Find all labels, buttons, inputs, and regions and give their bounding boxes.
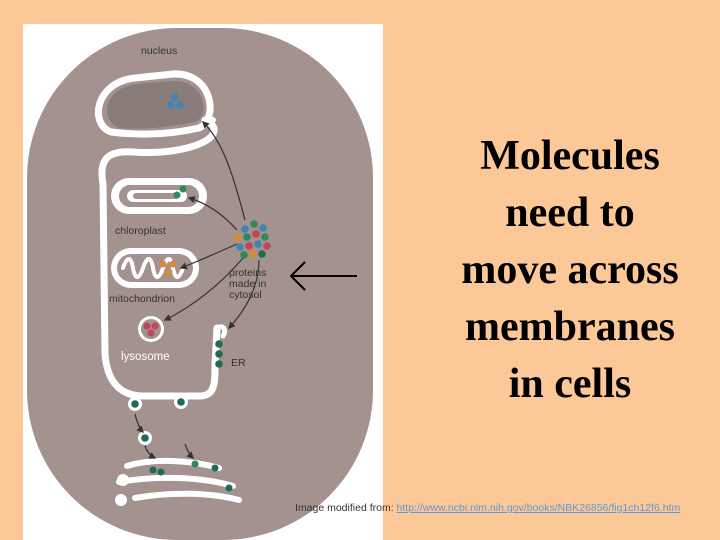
er-protein	[215, 340, 223, 348]
lysosome-label: lysosome	[121, 351, 170, 363]
nucleus-label: nucleus	[141, 45, 177, 57]
left-arrow-icon	[290, 261, 357, 291]
mitochondrion-label: mitochondrion	[109, 293, 175, 305]
chloroplast-label: chloroplast	[115, 225, 166, 237]
nucleus-protein	[176, 101, 184, 109]
nucleus-protein	[171, 93, 179, 101]
lysosome	[117, 316, 187, 364]
heading-line: Molecules	[480, 133, 660, 179]
nucleus	[94, 70, 216, 138]
chloroplast	[111, 178, 207, 214]
transport-vesicles	[128, 395, 188, 445]
nucleus-protein	[167, 101, 175, 109]
cell-diagram-panel: nucleus chloroplast mitochondrion	[23, 24, 383, 540]
cell-diagram: nucleus chloroplast mitochondrion	[27, 28, 373, 540]
mitochondrion-protein	[159, 260, 167, 268]
chloroplast-protein	[179, 185, 187, 193]
er-label: ER	[231, 357, 246, 369]
mitochondrion-protein	[169, 260, 177, 268]
heading-line: move across	[461, 247, 679, 293]
heading-line: in cells	[508, 361, 632, 407]
credit-link[interactable]: http://www.ncbi.nlm.nih.gov/books/NBK268…	[396, 502, 681, 514]
golgi-apparatus	[115, 457, 242, 506]
heading-line: membranes	[465, 304, 675, 350]
mitochondrion-protein	[165, 268, 173, 276]
chloroplast-protein	[173, 191, 181, 199]
heading-line: need to	[505, 190, 635, 236]
transport-arrows	[134, 120, 260, 460]
mitochondrion	[111, 248, 199, 288]
image-credit: Image modified from: http://www.ncbi.nlm…	[295, 502, 715, 514]
credit-prefix: Image modified from:	[295, 502, 394, 514]
slide-heading: Molecules need to move across membranes …	[430, 128, 710, 413]
proteins-label-line2: made in	[229, 278, 267, 290]
er-protein	[215, 360, 223, 368]
cytosol-protein-cluster	[234, 220, 271, 259]
er-protein	[215, 350, 223, 358]
endoplasmic-reticulum	[98, 116, 221, 400]
proteins-label-line3: cytosol	[229, 289, 262, 301]
